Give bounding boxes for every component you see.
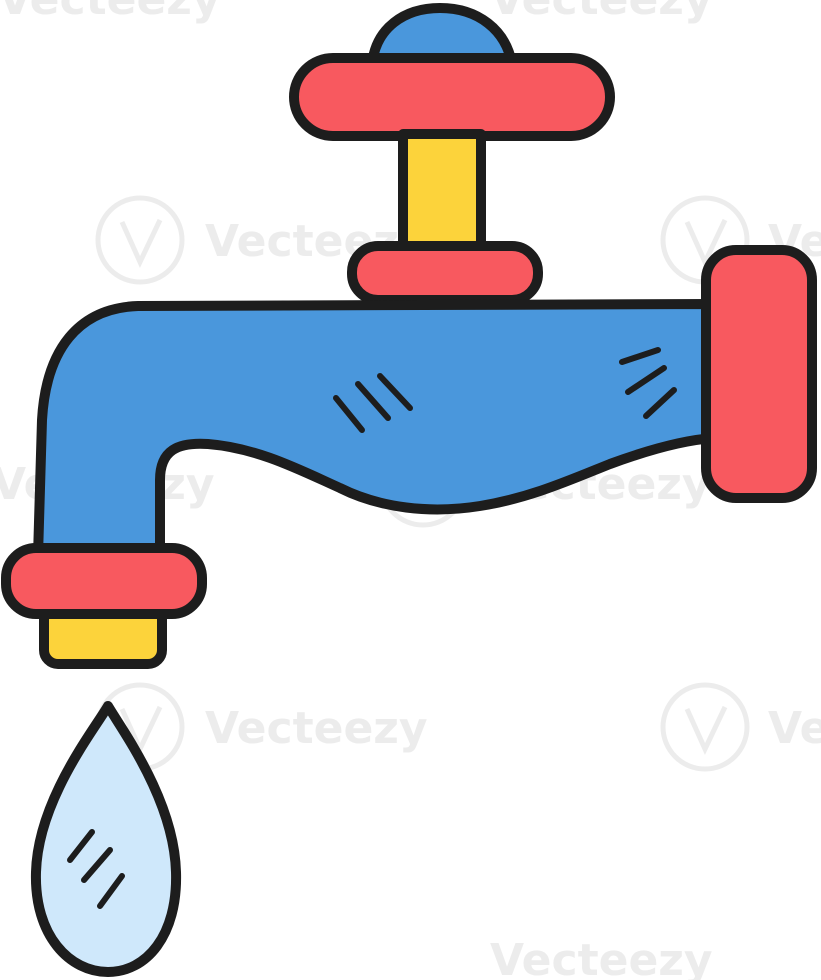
- spout-hatch: [333, 347, 677, 433]
- watermark-logo-icon: [660, 682, 750, 772]
- handle-top: [289, 53, 615, 141]
- wall-plate: [701, 245, 817, 503]
- watermark-text: Vecteezy: [0, 0, 221, 25]
- watermark-text: Vecteezy: [205, 703, 428, 754]
- watermark-logo-icon: [95, 195, 185, 285]
- watermark-text: Vecteezy: [768, 703, 821, 754]
- water-drop-icon: [30, 701, 182, 977]
- nozzle-ring: [1, 543, 207, 619]
- faucet-icon: [1, 3, 817, 977]
- spout-collar: [347, 241, 543, 305]
- handle-stem: [398, 129, 486, 261]
- watermark-text: Vecteezy: [490, 935, 713, 980]
- spout-body: [33, 299, 719, 563]
- handle-knob: [367, 3, 517, 69]
- watermark-text: Vecteezy: [490, 0, 713, 25]
